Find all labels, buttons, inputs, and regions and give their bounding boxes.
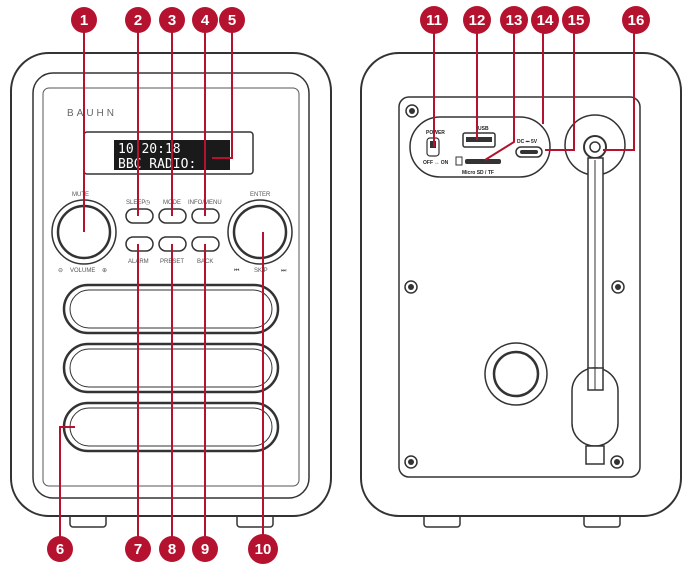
micro-sd-slot[interactable]: [465, 159, 501, 164]
bass-port: [492, 350, 540, 398]
screw-icon: [409, 108, 415, 114]
callout-badge: [219, 7, 245, 33]
leader-line-6: [59, 426, 75, 547]
antenna-pivot-center: [589, 141, 601, 153]
callout-number: 12: [469, 12, 486, 29]
micro-sd-label: Micro SD / TF: [462, 170, 494, 176]
callout-number: 8: [168, 541, 176, 558]
micro-sd-icon: [455, 156, 463, 166]
callout-number: 3: [168, 12, 176, 29]
display-line-1: 10 20:18: [118, 142, 181, 157]
skip-forward-icon: ⏭: [281, 268, 287, 274]
brand-logo: BAUHN: [67, 108, 117, 119]
callout-badge: [248, 534, 278, 564]
screw-icon: [408, 459, 414, 465]
callout-number: 11: [426, 12, 442, 29]
screw-icon: [615, 284, 621, 290]
dc-label: DC ⎓ 5V: [517, 139, 538, 145]
callout-number: 7: [134, 541, 142, 558]
mute-label: MUTE: [72, 192, 89, 198]
callout-badge: [159, 7, 185, 33]
callout-number: 6: [56, 541, 64, 558]
usb-label: USB: [478, 126, 489, 132]
callout-badge: [531, 6, 559, 34]
screw-icon: [614, 459, 620, 465]
off-on-label: OFF ↔ ON: [423, 160, 449, 166]
callout-badge: [192, 7, 218, 33]
callout-badge: [463, 6, 491, 34]
callout-number: 10: [255, 541, 272, 558]
display-line-2: BBC RADIO:: [118, 157, 196, 172]
callout-badge: [71, 7, 97, 33]
callout-badges: 1 2 3 4 5 6 7 8 9 10 11 12 13 14 15 16: [47, 6, 650, 564]
callout-badge: [125, 536, 151, 562]
screw-icon: [408, 284, 414, 290]
enter-knob[interactable]: [232, 204, 288, 260]
usb-port-inner: [466, 137, 492, 142]
antenna-tip: [585, 445, 605, 465]
callout-number: 4: [201, 12, 210, 29]
callout-badge: [622, 6, 650, 34]
sleep-label: SLEEP: [126, 200, 145, 206]
leader-line-5: [212, 28, 233, 159]
back-view: POWER OFF ↔ ON USB Micro SD / TF DC ⎓ 5V: [360, 52, 682, 528]
callout-number: 16: [628, 12, 645, 29]
callout-badge: [159, 536, 185, 562]
callout-number: 14: [537, 12, 554, 29]
callout-number: 1: [80, 12, 88, 29]
callout-badge: [562, 6, 590, 34]
sleep-button[interactable]: [125, 208, 154, 224]
dc-power-port-inner: [520, 150, 538, 154]
callout-lines: [59, 28, 635, 547]
leader-line-13: [484, 28, 515, 161]
callout-badge: [47, 536, 73, 562]
enter-label: ENTER: [250, 192, 271, 198]
leader-line-15: [545, 28, 575, 151]
skip-label: SKIP: [254, 268, 268, 274]
volume-minus-icon: ⊖: [58, 268, 63, 274]
volume-label: VOLUME: [70, 268, 95, 274]
power-label: POWER: [426, 130, 445, 136]
leader-line-16: [603, 28, 635, 151]
callout-number: 5: [228, 12, 236, 29]
callout-number: 2: [134, 12, 142, 29]
callout-badge: [420, 6, 448, 34]
alarm-button[interactable]: [125, 236, 154, 252]
sleep-timer-icon: ◷: [145, 200, 150, 206]
callout-badge: [125, 7, 151, 33]
callout-badge: [192, 536, 218, 562]
volume-plus-icon: ⊕: [102, 268, 107, 274]
callout-badge: [500, 6, 528, 34]
callout-number: 15: [568, 12, 585, 29]
callout-number: 13: [506, 12, 523, 29]
skip-back-icon: ⏮: [234, 268, 240, 274]
callout-number: 9: [201, 541, 209, 558]
